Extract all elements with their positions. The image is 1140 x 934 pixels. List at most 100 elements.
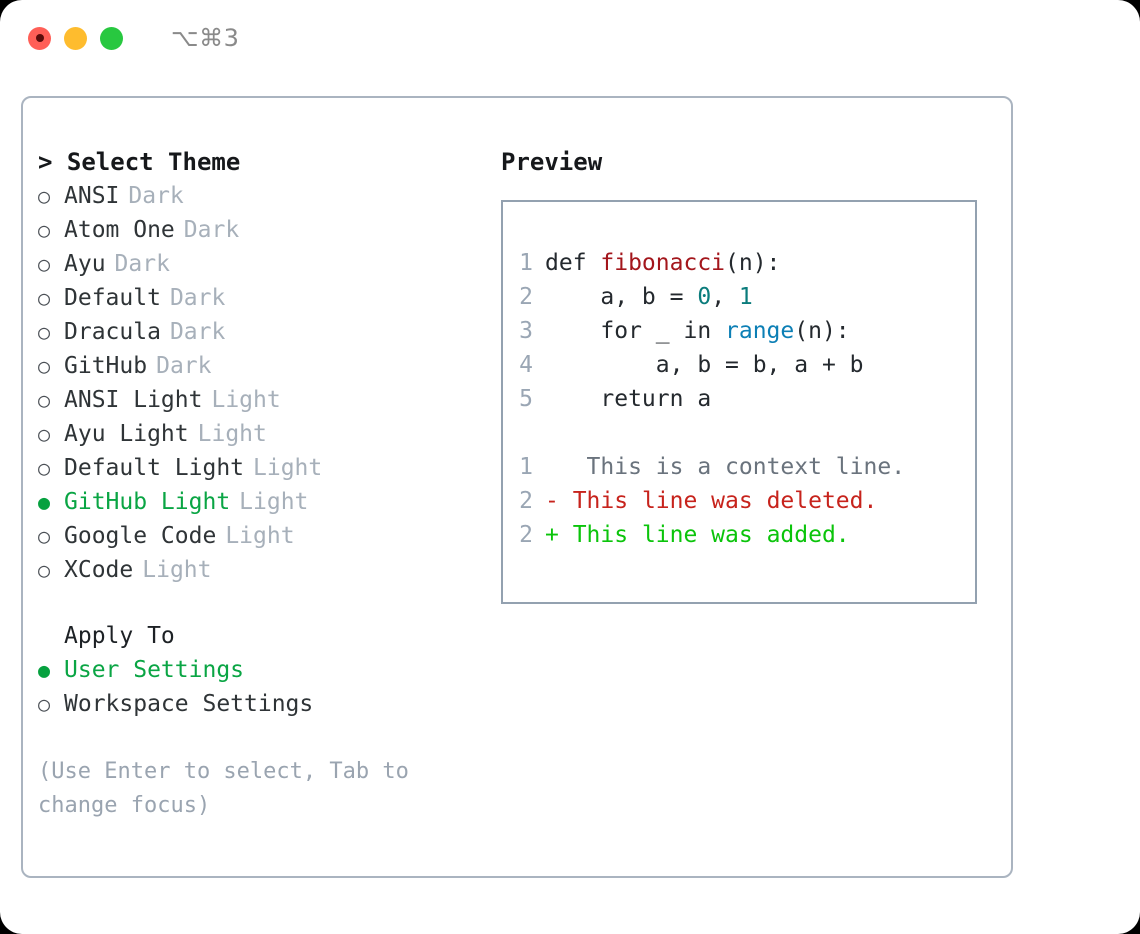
theme-variant-badge: Light (253, 455, 323, 481)
radio-selected-icon: ● (38, 658, 51, 682)
preview-box: 1 def fibonacci(n): 2 a, b = 0, 1 3 for _ i… (501, 200, 977, 604)
code-line-content: def fibonacci(n): (545, 246, 780, 280)
code-line: 5 return a (503, 382, 975, 416)
code-line: 4 a, b = b, a + b (503, 348, 975, 382)
spacer (503, 416, 975, 450)
theme-variant-badge: Light (142, 557, 212, 583)
code-token: , (711, 284, 739, 310)
traffic-lights (28, 26, 123, 50)
diff-sample: 1 This is a context line.2- This line wa… (503, 450, 975, 552)
theme-name: Dracula (64, 319, 161, 345)
code-sample: 1 def fibonacci(n): 2 a, b = 0, 1 3 for _ i… (503, 246, 975, 416)
theme-variant-badge: Light (211, 387, 281, 413)
close-window-button[interactable] (28, 26, 51, 50)
diff-line-text: This line was deleted. (558, 488, 878, 514)
theme-name: ANSI Light (64, 387, 203, 413)
theme-variant-badge: Dark (183, 217, 240, 243)
theme-name: Google Code (64, 523, 217, 549)
line-number: 3 (519, 318, 533, 344)
preview-title: Preview (501, 148, 603, 176)
maximize-window-button[interactable] (100, 26, 123, 50)
radio-unselected-icon: ○ (38, 252, 51, 276)
theme-variant-badge: Dark (156, 353, 212, 379)
theme-list-item[interactable]: ○ GitHub Dark (38, 349, 488, 383)
code-token: 1 (738, 284, 753, 310)
diff-marker (545, 450, 559, 484)
theme-list-item[interactable]: ○ Ayu Dark (38, 247, 488, 281)
radio-unselected-icon: ○ (38, 558, 51, 582)
theme-variant-badge: Light (225, 523, 295, 549)
code-line-content: for _ in range(n): (545, 314, 850, 348)
code-line: 1 def fibonacci(n): (503, 246, 975, 280)
line-number: 1 (519, 250, 533, 276)
theme-name: ANSI (64, 183, 120, 209)
code-token: (n): (794, 318, 850, 344)
radio-unselected-icon: ○ (38, 218, 51, 242)
radio-unselected-icon: ○ (38, 524, 51, 548)
keyboard-hint: (Use Enter to select, Tab to change focu… (38, 759, 409, 818)
apply-to-option[interactable]: ○ Workspace Settings (38, 687, 488, 721)
code-token: 0 (697, 284, 712, 310)
radio-unselected-icon: ○ (38, 184, 51, 208)
diff-line-text: This line was added. (558, 522, 850, 548)
code-token: fibonacci (600, 250, 726, 276)
line-number: 2 (519, 522, 533, 548)
code-token: for _ in (545, 318, 726, 344)
diff-line-text: This is a context line. (558, 454, 906, 480)
page-title: > Select Theme (38, 148, 241, 176)
theme-name: Default Light (64, 455, 245, 481)
code-token: (n): (725, 250, 781, 276)
code-line-content: a, b = 0, 1 (545, 280, 753, 314)
theme-name: GitHub (64, 353, 148, 379)
theme-name: Ayu Light (64, 421, 189, 447)
theme-variant-badge: Dark (169, 285, 226, 311)
theme-name: XCode (64, 557, 134, 583)
apply-to-option-label: User Settings (64, 657, 245, 683)
diff-marker: - (545, 488, 559, 514)
minimize-window-button[interactable] (64, 26, 87, 50)
line-number: 4 (519, 352, 533, 378)
theme-name: Default (64, 285, 161, 311)
radio-unselected-icon: ○ (38, 354, 51, 378)
line-number: 2 (519, 488, 533, 514)
theme-list-item[interactable]: ○ Ayu Light Light (38, 417, 488, 451)
theme-name: Ayu (64, 251, 106, 277)
preview-column: Preview 1 def fibonacci(n): 2 a, b = 0, 1 3… (501, 145, 1001, 604)
apply-to-label: Apply To (64, 623, 175, 649)
apply-to-option-label: Workspace Settings (64, 691, 314, 717)
code-line-content: a, b = b, a + b (545, 348, 864, 382)
line-number: 2 (519, 284, 533, 310)
theme-list-item[interactable]: ○ Atom One Dark (38, 213, 488, 247)
theme-variant-badge: Light (197, 421, 267, 447)
diff-line: 2- This line was deleted. (503, 484, 975, 518)
diff-marker: + (545, 522, 559, 548)
theme-list-item[interactable]: ○ ANSI Light Light (38, 383, 488, 417)
apply-to-section: Apply To ● User Settings ○ Workspace Settin… (38, 619, 488, 721)
radio-unselected-icon: ○ (38, 692, 51, 716)
radio-unselected-icon: ○ (38, 422, 51, 446)
theme-variant-badge: Dark (114, 251, 170, 277)
theme-variant-badge: Light (239, 489, 309, 515)
theme-list-item[interactable]: ○ Google Code Light (38, 519, 488, 553)
diff-line: 1 This is a context line. (503, 450, 975, 484)
line-number: 1 (519, 454, 533, 480)
apply-to-list[interactable]: ● User Settings ○ Workspace Settings (38, 653, 488, 721)
code-token: a, b = b, a + b (545, 352, 864, 378)
code-token: return a (545, 386, 712, 412)
diff-line: 2 + This line was added. (503, 518, 975, 552)
theme-name: Atom One (64, 217, 175, 243)
line-number: 5 (519, 386, 533, 412)
theme-list-item[interactable]: ○ XCode Light (38, 553, 488, 587)
radio-unselected-icon: ○ (38, 388, 51, 412)
radio-selected-icon: ● (38, 490, 51, 514)
apply-to-option[interactable]: ● User Settings (38, 653, 488, 687)
